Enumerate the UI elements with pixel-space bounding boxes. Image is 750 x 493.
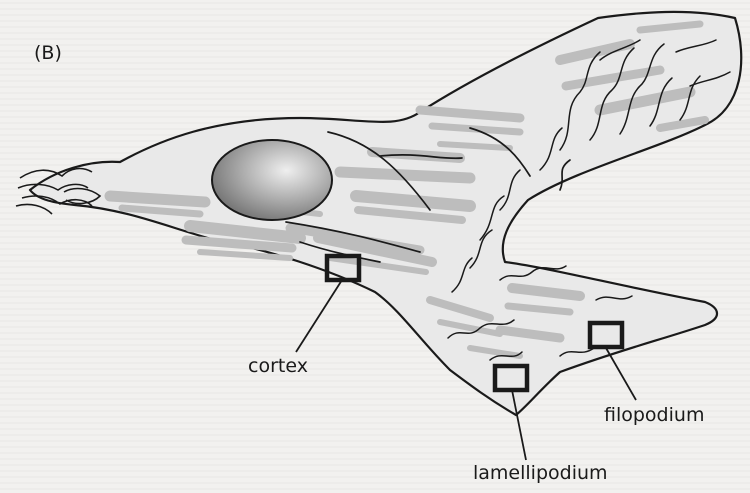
nucleus	[212, 140, 332, 220]
panel-label: (B)	[34, 42, 62, 64]
cortex-label: cortex	[248, 355, 308, 377]
filopodium-label: filopodium	[604, 404, 704, 426]
lamellipodium-label: lamellipodium	[473, 462, 608, 484]
